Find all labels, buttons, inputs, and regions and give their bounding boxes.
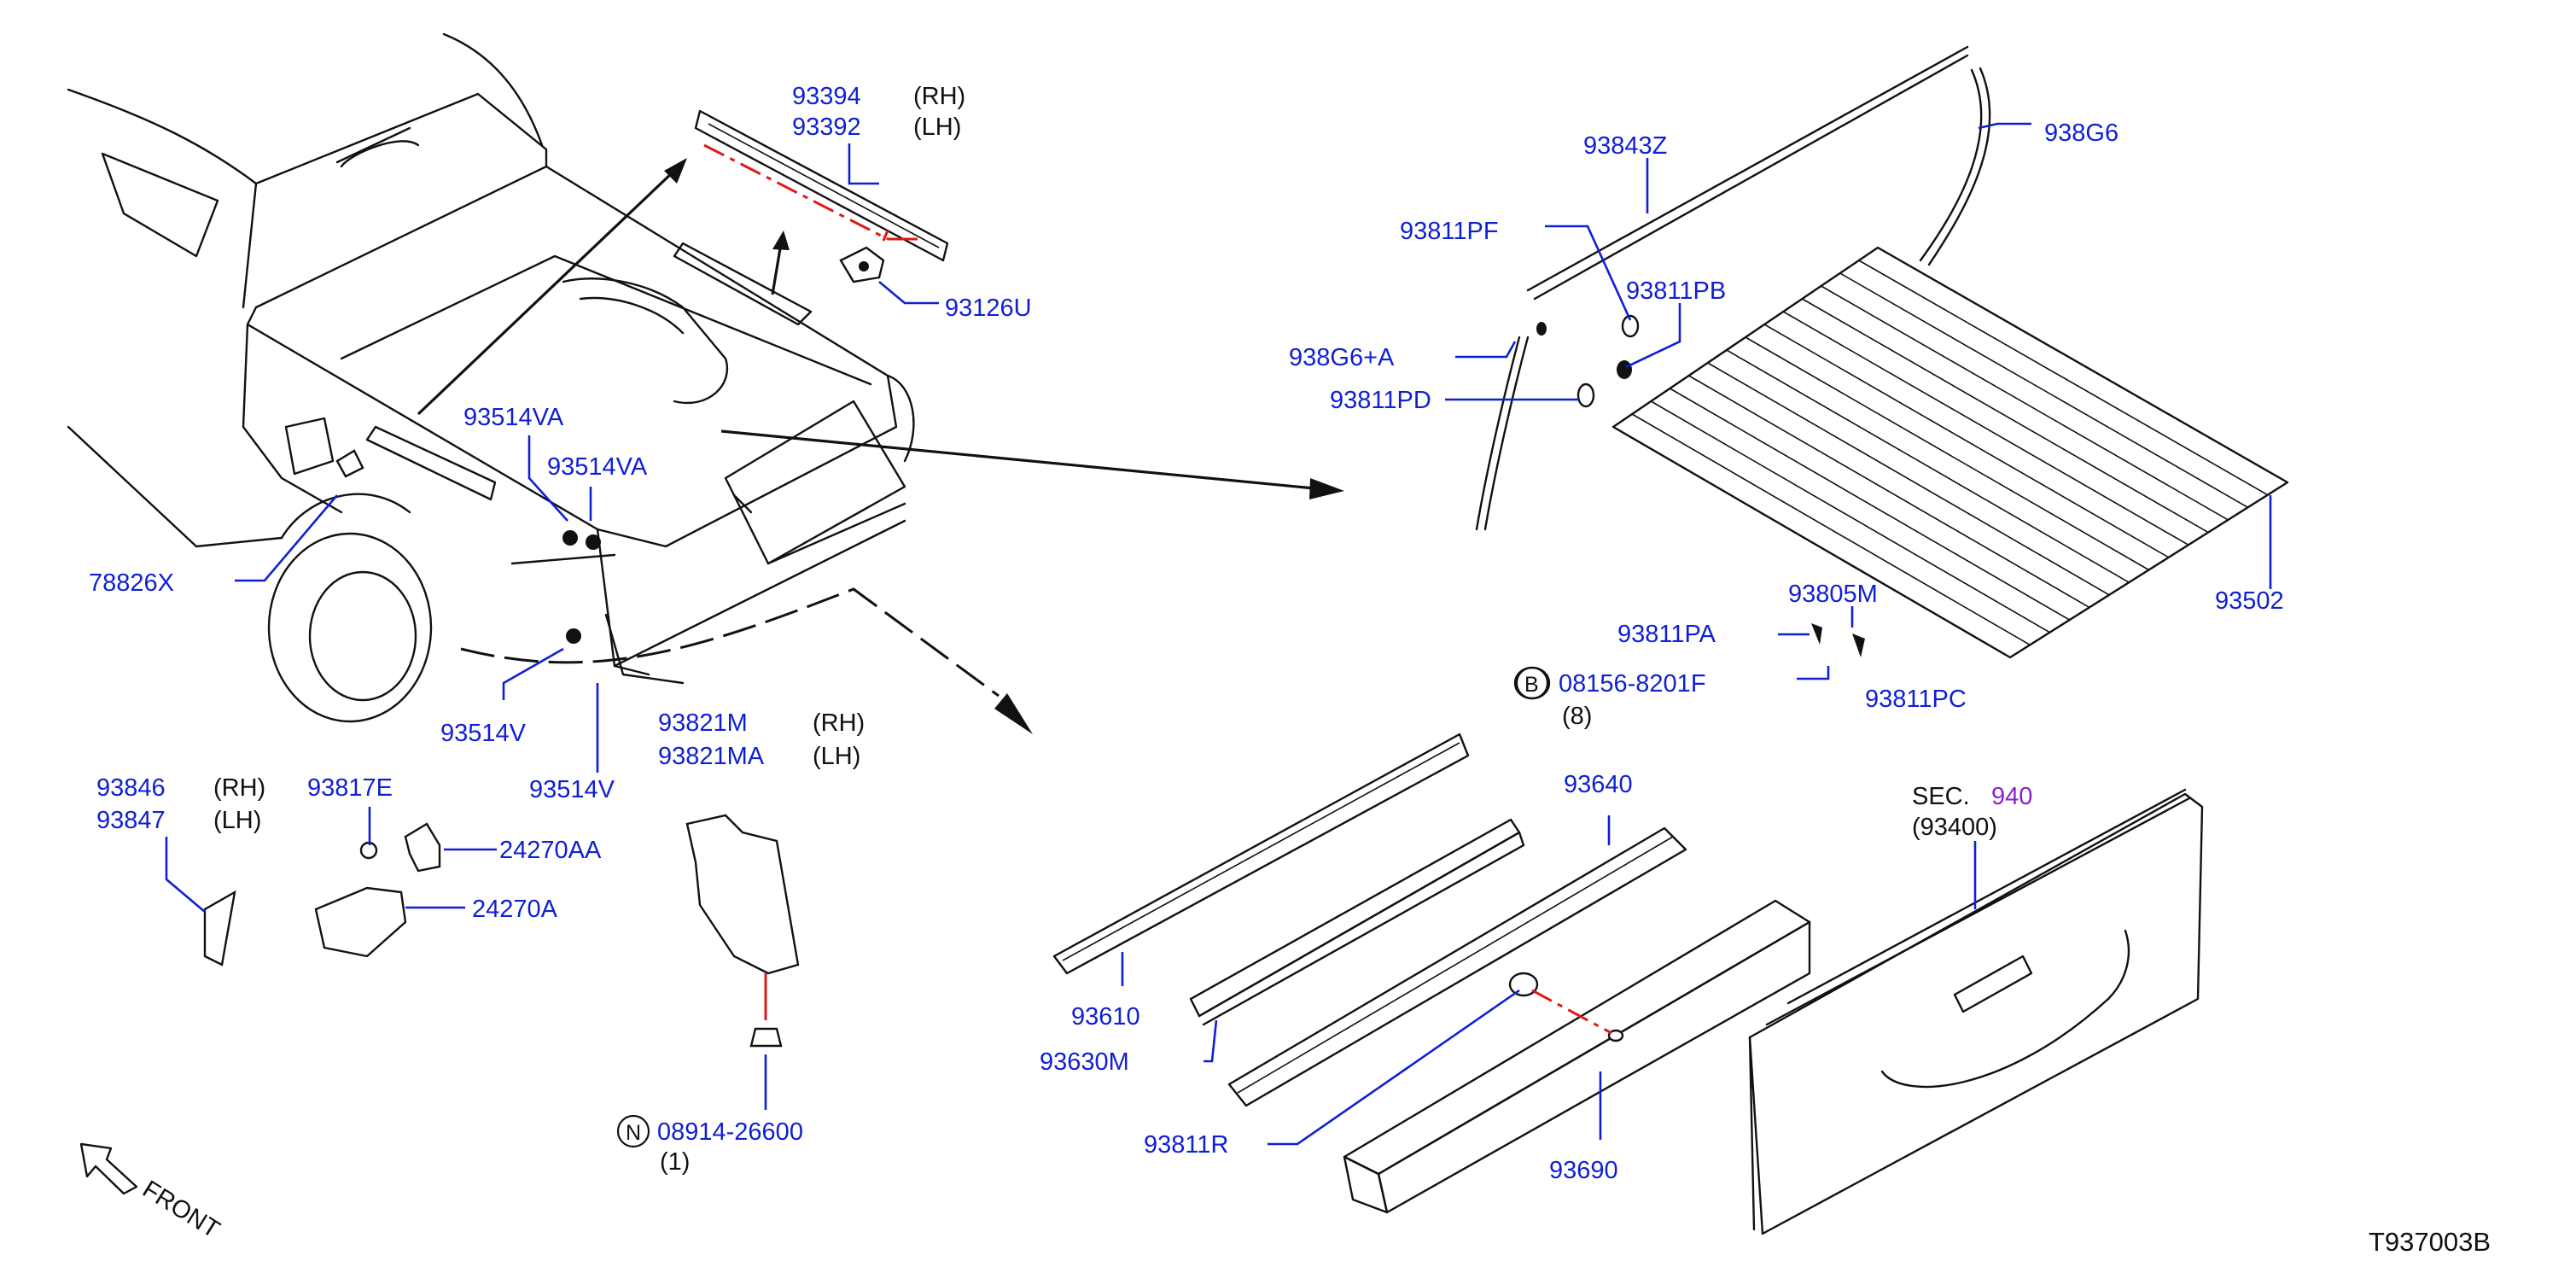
floor-rib — [1839, 272, 2248, 508]
label-93502: 93502 — [2215, 587, 2284, 615]
front-direction-arrow — [79, 1142, 138, 1195]
label-93514V: 93514V — [529, 776, 615, 803]
callout-labels: 93394 (RH) 93392 (LH) 93126U 93514VA 935… — [89, 83, 2491, 1257]
truck-bed-illustration — [67, 32, 1344, 734]
label-93811PF: 93811PF — [1400, 218, 1499, 245]
floor-rib — [1631, 413, 2031, 646]
label-lh: (LH) — [213, 807, 261, 834]
floor-rib — [1670, 388, 2071, 621]
bracket-24270A — [314, 886, 407, 958]
label-93640: 93640 — [1564, 771, 1633, 798]
label-93400: (93400) — [1912, 814, 1997, 841]
label-93811R: 93811R — [1144, 1131, 1228, 1159]
floor-rib — [1745, 336, 2149, 571]
label-93811PA: 93811PA — [1617, 621, 1716, 648]
floor-rib — [1802, 298, 2209, 534]
floor-rib — [1688, 375, 2090, 609]
floor-rib — [1650, 400, 2050, 634]
rail-clip — [839, 246, 885, 283]
label-93394: 93394 — [792, 83, 861, 110]
label-93817E: 93817E — [307, 774, 393, 802]
label-93514V: 93514V — [440, 720, 527, 747]
label-93811PB: 93811PB — [1626, 277, 1726, 305]
floor-rib — [1763, 324, 2170, 558]
label-93392: 93392 — [792, 114, 861, 141]
label-08156-8201F: 08156-8201F — [1559, 670, 1706, 698]
floor-rib — [1821, 285, 2229, 521]
label-rh: (RH) — [913, 83, 965, 110]
tailgate-illustration — [1748, 788, 2204, 1235]
label-938G6: 938G6 — [2044, 120, 2118, 147]
label-08914-26600: 08914-26600 — [657, 1118, 803, 1146]
side-outer-panel-part — [203, 890, 236, 966]
bed-floor-panel — [1611, 246, 2289, 659]
section-number: 940 — [1991, 783, 2032, 810]
floor-rib — [1858, 260, 2269, 496]
label-93811PD: 93811PD — [1330, 387, 1431, 414]
bracket-24270AA — [404, 822, 441, 873]
label-lh: (LH) — [913, 114, 961, 141]
label-93843Z: 93843Z — [1583, 132, 1667, 160]
section-label: SEC. — [1912, 783, 1970, 810]
label-93847: 93847 — [96, 807, 166, 834]
cross-member-93630M — [1189, 818, 1525, 1026]
cross-member-93610 — [1052, 733, 1470, 975]
label-24270AA: 24270AA — [499, 837, 602, 864]
floor-grommets — [1536, 314, 1640, 408]
b-symbol: B — [1524, 673, 1539, 697]
label-93610: 93610 — [1071, 1003, 1140, 1031]
label-93846: 93846 — [96, 774, 166, 802]
cross-member-93640 — [1227, 826, 1687, 1107]
diagram-id: T937003B — [2369, 1227, 2491, 1257]
label-78826X: 78826X — [89, 569, 174, 597]
label-qty: (8) — [1562, 703, 1592, 730]
label-93514VA: 93514VA — [463, 404, 564, 431]
bed-rail-cap — [694, 109, 949, 262]
label-24270A: 24270A — [472, 896, 558, 923]
label-938G6A: 938G6+A — [1289, 344, 1395, 371]
front-trim-938G6 — [1919, 67, 1991, 266]
label-93630M: 93630M — [1040, 1048, 1129, 1076]
label-93690: 93690 — [1549, 1157, 1618, 1184]
label-93805M: 93805M — [1788, 581, 1878, 608]
label-qty: (1) — [660, 1148, 690, 1176]
label-93811PC: 93811PC — [1865, 686, 1967, 713]
fender-clip — [335, 449, 364, 478]
mud-guard — [685, 814, 800, 1048]
label-93821MA: 93821MA — [658, 743, 765, 770]
floor-rib — [1726, 349, 2130, 583]
front-label: FRONT — [137, 1176, 224, 1244]
cross-member-93690 — [1343, 899, 1811, 1214]
label-rh: (RH) — [813, 709, 865, 737]
n-circle-icon — [616, 1114, 650, 1148]
label-93126U: 93126U — [945, 295, 1032, 322]
label-lh: (LH) — [813, 743, 860, 770]
n-symbol: N — [626, 1121, 641, 1145]
floor-rib — [1782, 311, 2189, 546]
label-93821M: 93821M — [658, 709, 748, 737]
floor-rail-93843Z — [1526, 45, 1969, 301]
rear-trim-938G6A — [1475, 336, 1530, 531]
b-circle-icon — [1515, 666, 1549, 700]
floor-rib — [1707, 362, 2110, 596]
label-rh: (RH) — [213, 774, 265, 802]
leader-lines — [165, 122, 2272, 1146]
label-93514VA: 93514VA — [547, 453, 648, 481]
